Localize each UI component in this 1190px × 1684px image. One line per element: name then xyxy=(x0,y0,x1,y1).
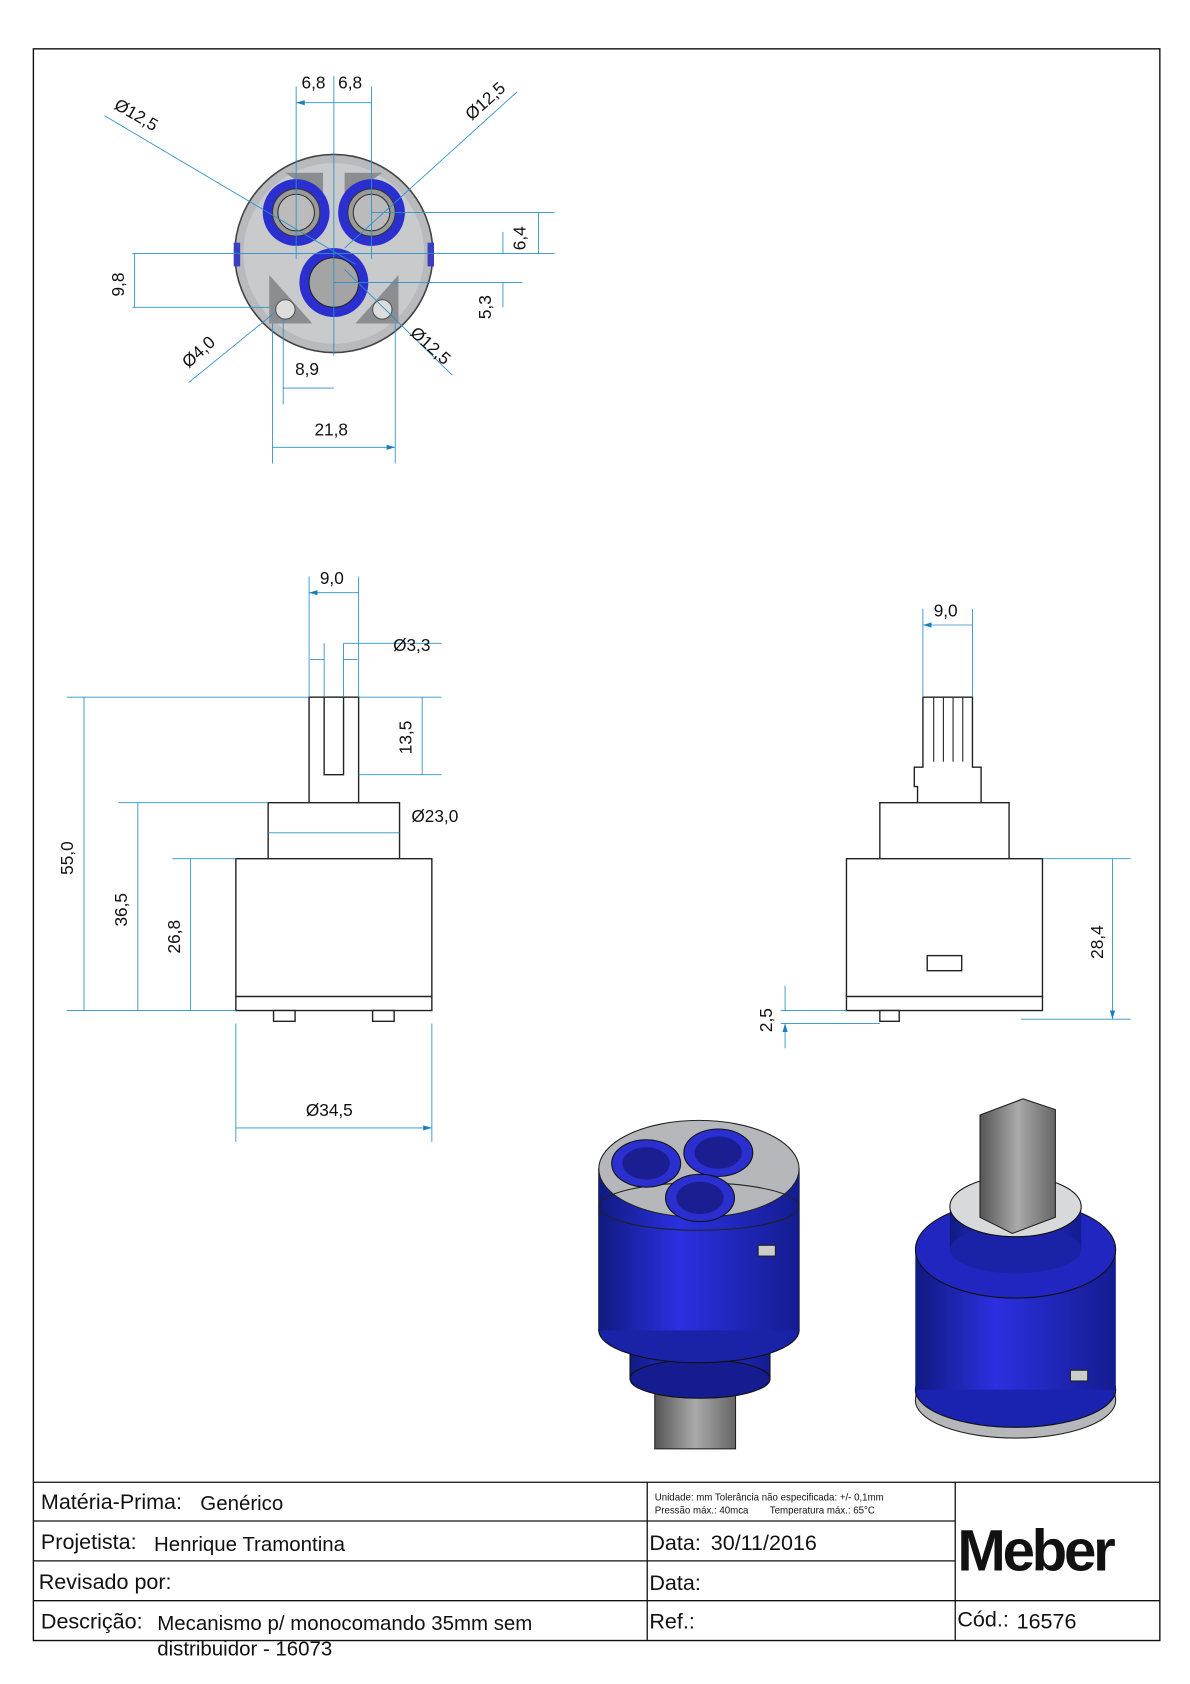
dim-w2: 6,8 xyxy=(338,73,362,93)
meber-logo: Meber xyxy=(957,1519,1115,1584)
material-label: Matéria-Prima: xyxy=(41,1490,182,1514)
description-label: Descrição: xyxy=(41,1610,143,1634)
dim-d-left: Ø12,5 xyxy=(111,94,162,135)
dim-w-total: 21,8 xyxy=(314,419,348,439)
material-value: Genérico xyxy=(200,1492,283,1515)
isometric-render-side xyxy=(914,1098,1117,1439)
designer-value: Henrique Tramontina xyxy=(154,1533,346,1556)
notes-line1: Unidade: mm Tolerância não especificada:… xyxy=(655,1493,884,1504)
ref-label: Ref.: xyxy=(649,1610,694,1634)
dim-stem-h: 13,5 xyxy=(395,721,415,755)
drawing-border xyxy=(32,48,1161,1642)
dim-w-pin: 8,9 xyxy=(295,359,319,379)
description-line2: distribuidor - 16073 xyxy=(157,1638,332,1661)
title-block xyxy=(33,1481,1160,1641)
dim-upper-d: Ø23,0 xyxy=(411,806,458,826)
dim-total-h: 55,0 xyxy=(57,841,77,875)
dim-body-d: Ø34,5 xyxy=(306,1100,353,1120)
code-label: Cód.: xyxy=(957,1608,1008,1632)
dim-h-right-top: 6,4 xyxy=(510,226,530,250)
description-line1: Mecanismo p/ monocomando 35mm sem xyxy=(157,1612,532,1635)
code-value: 16576 xyxy=(1017,1610,1077,1634)
dim-h-upper: 36,5 xyxy=(111,893,131,927)
date2-label: Data: xyxy=(649,1571,700,1595)
side-view: 9,0 28,4 2,5 xyxy=(756,600,1131,1049)
reviewed-label: Revisado por: xyxy=(39,1570,172,1594)
dim-side-stem-w: 9,0 xyxy=(934,600,958,620)
dim-d-right: Ø12,5 xyxy=(461,78,509,124)
dim-h-right-bottom: 5,3 xyxy=(475,295,495,319)
dim-w1: 6,8 xyxy=(302,73,326,93)
top-view: 6,8 6,8 Ø12,5 Ø12,5 Ø12,5 6,4 5,3 9,8 Ø4… xyxy=(104,73,555,464)
front-view: 9,0 Ø3,3 13,5 Ø23,0 55,0 36,5 26,8 Ø34,5 xyxy=(57,568,458,1142)
notes-line2: Pressão máx.: 40mca Temperatura máx.: 65… xyxy=(655,1505,875,1516)
dim-stem-d: Ø3,3 xyxy=(393,635,430,655)
dim-side-h-body: 28,4 xyxy=(1087,925,1107,959)
dim-stem-w: 9,0 xyxy=(320,568,344,588)
date-value: 30/11/2016 xyxy=(711,1531,817,1555)
isometric-render-top xyxy=(598,1119,800,1450)
designer-label: Projetista: xyxy=(41,1530,137,1554)
dim-side-base-h: 2,5 xyxy=(756,1008,776,1032)
date-label: Data: xyxy=(649,1531,700,1555)
title-block-text: Matéria-Prima: Genérico Projetista: Henr… xyxy=(39,1490,1119,1661)
dim-h-body: 26,8 xyxy=(164,920,184,954)
dim-h-left: 9,8 xyxy=(108,273,128,297)
dim-d-pin: Ø4,0 xyxy=(178,332,219,372)
dim-d-bottom: Ø12,5 xyxy=(407,322,455,368)
